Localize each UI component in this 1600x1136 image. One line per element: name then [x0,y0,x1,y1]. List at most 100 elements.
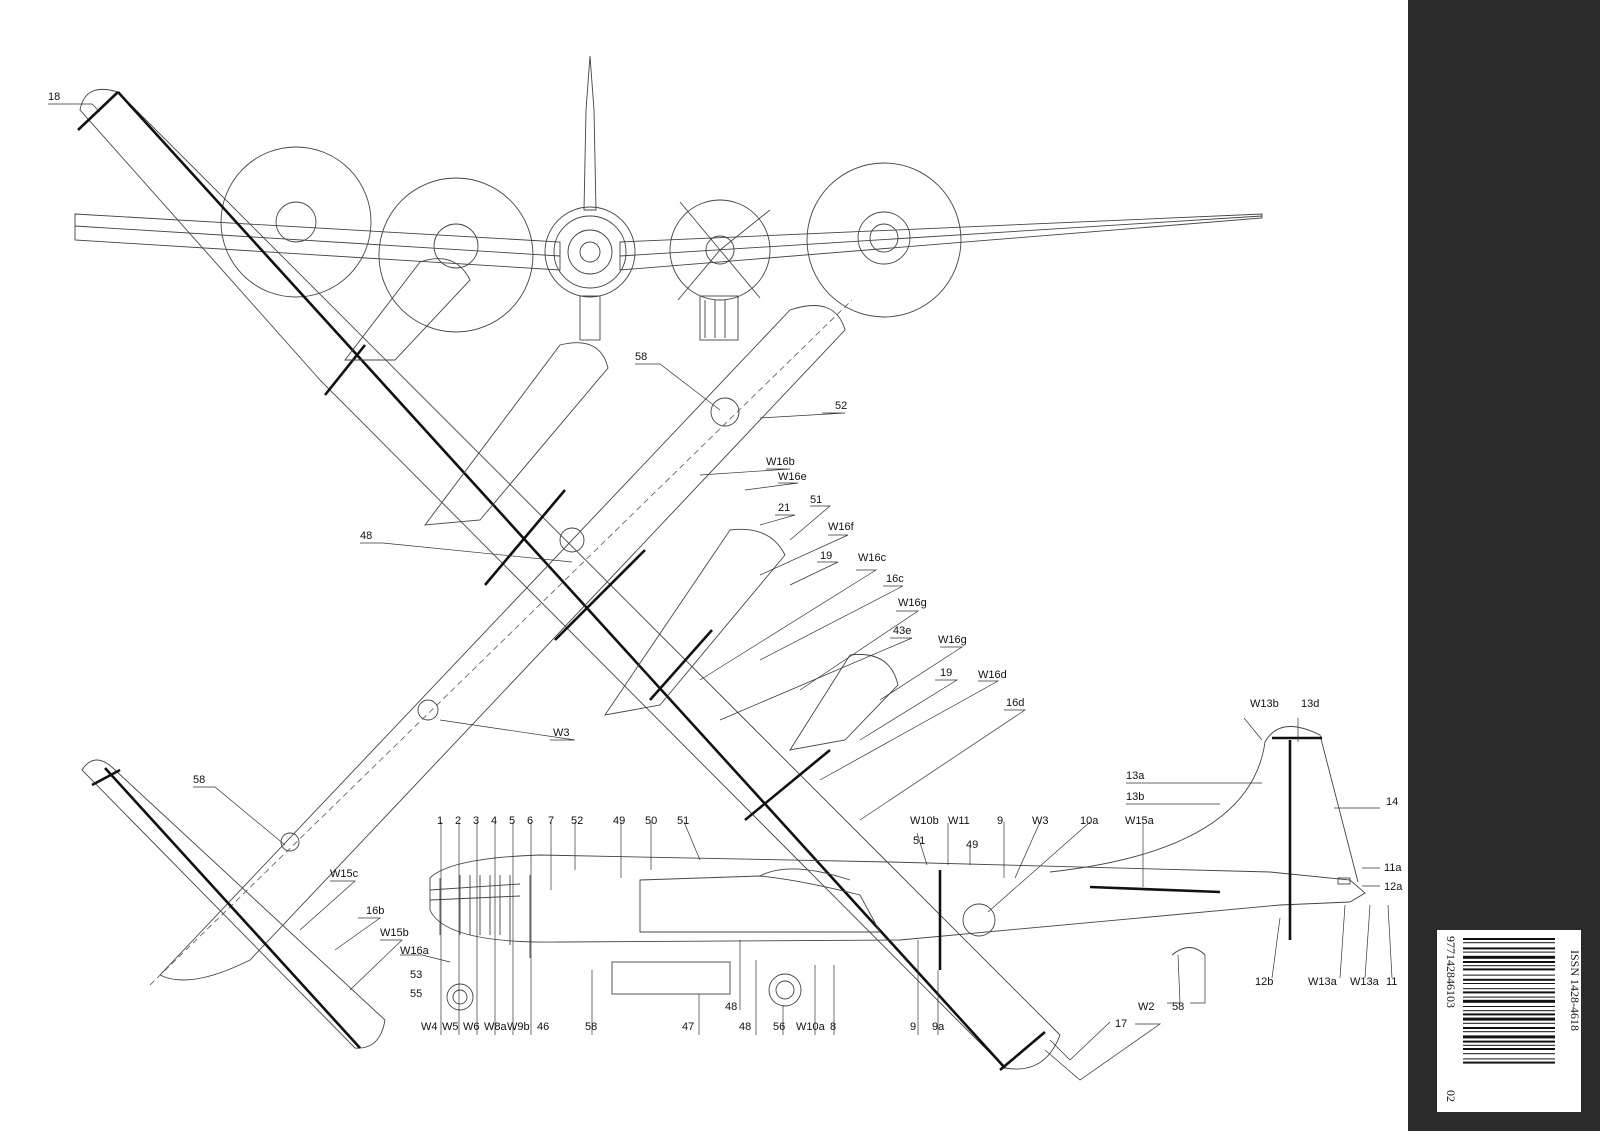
callout-W6: W9b [507,1021,530,1033]
callout-58: W3 [553,727,570,739]
barcode-bar [1463,961,1555,963]
callout-17: 19 [820,550,832,562]
barcode-bar [1463,1044,1555,1046]
barcode-bar [1463,999,1555,1003]
callout-57-2: 58 [193,774,205,786]
callout-W16f-2: W16g [938,634,967,646]
callout-leaders [48,103,1393,1081]
callout-57-4: 58 [1172,1001,1184,1013]
callout-6: 6 [527,815,533,827]
barcode-bar [1463,1013,1555,1016]
callout-52-2: 52 [571,815,583,827]
callout-labels: 18 58 52 W16b W16e 21 51 48 W16f 19 W16c… [48,91,1403,1033]
callout-W16f: W16g [898,597,927,609]
callout-7: 7 [548,815,554,827]
barcode-bar [1463,955,1555,959]
callout-16d: 17 [1115,1018,1127,1030]
callout-3: 3 [473,815,479,827]
callout-9: 9 [910,1021,916,1033]
barcode-bar [1463,951,1555,953]
barcode-bar [1463,938,1555,940]
barcode-bar [1463,1006,1555,1007]
callout-W15b: W15c [330,868,359,880]
callout-W15c: W16a [400,945,430,957]
callout-58-2: W3 [1032,815,1049,827]
callout-53: 53 [410,969,422,981]
barcode-bar [1463,968,1555,971]
callout-W16d: W16e [778,471,807,483]
barcode-bar [1463,942,1555,944]
callout-W3: W5 [442,1021,459,1033]
callout-15: 16b [366,905,384,917]
issn-barcode-box: 977142846103 02 ISSN 1428-4618 [1437,930,1582,1112]
barcode-bar [1463,947,1555,950]
callout-57h: W2 [1138,1001,1155,1013]
callout-2: 2 [455,815,461,827]
barcode-bar [1463,1061,1555,1064]
barcode-bar [1463,1053,1555,1055]
callout-13c: 13b [1126,791,1144,803]
barcode-bars [1463,938,1555,1064]
plan-view [77,88,1061,1071]
callout-13d: 13d [1301,698,1319,710]
barcode-bar [1463,983,1555,984]
callout-47-2: 48 [739,1021,751,1033]
callout-13b: 13a [1126,770,1145,782]
callout-18: 21 [778,502,790,514]
callout-10c: 10a [1080,815,1099,827]
barcode-bar [1463,978,1555,981]
callout-W16c: W16d [978,669,1007,681]
callout-W10a: W11 [948,815,970,827]
callout-50-2: 51 [913,835,925,847]
barcode-bar [1463,991,1555,994]
callout-57-3: 58 [585,1021,597,1033]
callout-12b: 12a [1384,881,1403,893]
issue-code: 02 [1444,1090,1458,1102]
callout-12a: 11a [1384,862,1402,874]
callout-W16a: W16b [766,456,795,468]
callout-52: 52 [835,400,847,412]
callout-8: 8 [830,1021,836,1033]
callout-1: 1 [437,815,443,827]
callout-55: 55 [410,988,422,1000]
callout-W15a: W15b [380,927,409,939]
callout-50: 51 [677,815,689,827]
issn-label: ISSN 1428-4618 [1568,950,1581,1031]
barcode-bar [1463,974,1555,976]
barcode-bar [1463,996,1555,998]
callout-5: 5 [509,815,515,827]
callout-W4: W6 [463,1021,480,1033]
callout-57: 58 [635,351,647,363]
barcode-bar [1463,1022,1555,1024]
barcode-bar [1463,1035,1555,1039]
barcode-bar [1463,965,1555,967]
callout-49: 50 [645,815,657,827]
barcode: 977142846103 02 ISSN 1428-4618 [1444,936,1582,1102]
callout-4: 4 [491,815,497,827]
callout-46: 48 [725,1001,737,1013]
callout-14: 14 [1386,796,1398,808]
barcode-bar [1463,988,1555,990]
callout-W16b: W16c [858,552,887,564]
callout-W8a: W10a [796,1021,826,1033]
barcode-bar [1463,1040,1555,1043]
barcode-bar [1463,1017,1555,1021]
callout-W13a: W13b [1250,698,1279,710]
callout-16c: 18 [48,91,60,103]
callout-51: 51 [810,494,822,506]
callout-48: 49 [613,815,625,827]
callout-W10b: W13a [1308,976,1338,988]
barcode-bar [1463,1058,1555,1060]
callout-16b: 16d [1006,697,1024,709]
callout-W16e: W16f [828,521,855,533]
callout-9a: 9a [932,1021,945,1033]
callout-16a: 16c [886,573,904,585]
callout-47: 48 [360,530,372,542]
barcode-bar [1463,1027,1555,1029]
callout-13a: 12b [1255,976,1273,988]
callout-56: 56 [773,1021,785,1033]
callout-W9b: W10b [910,815,939,827]
callout-W11: W13a [1350,976,1380,988]
